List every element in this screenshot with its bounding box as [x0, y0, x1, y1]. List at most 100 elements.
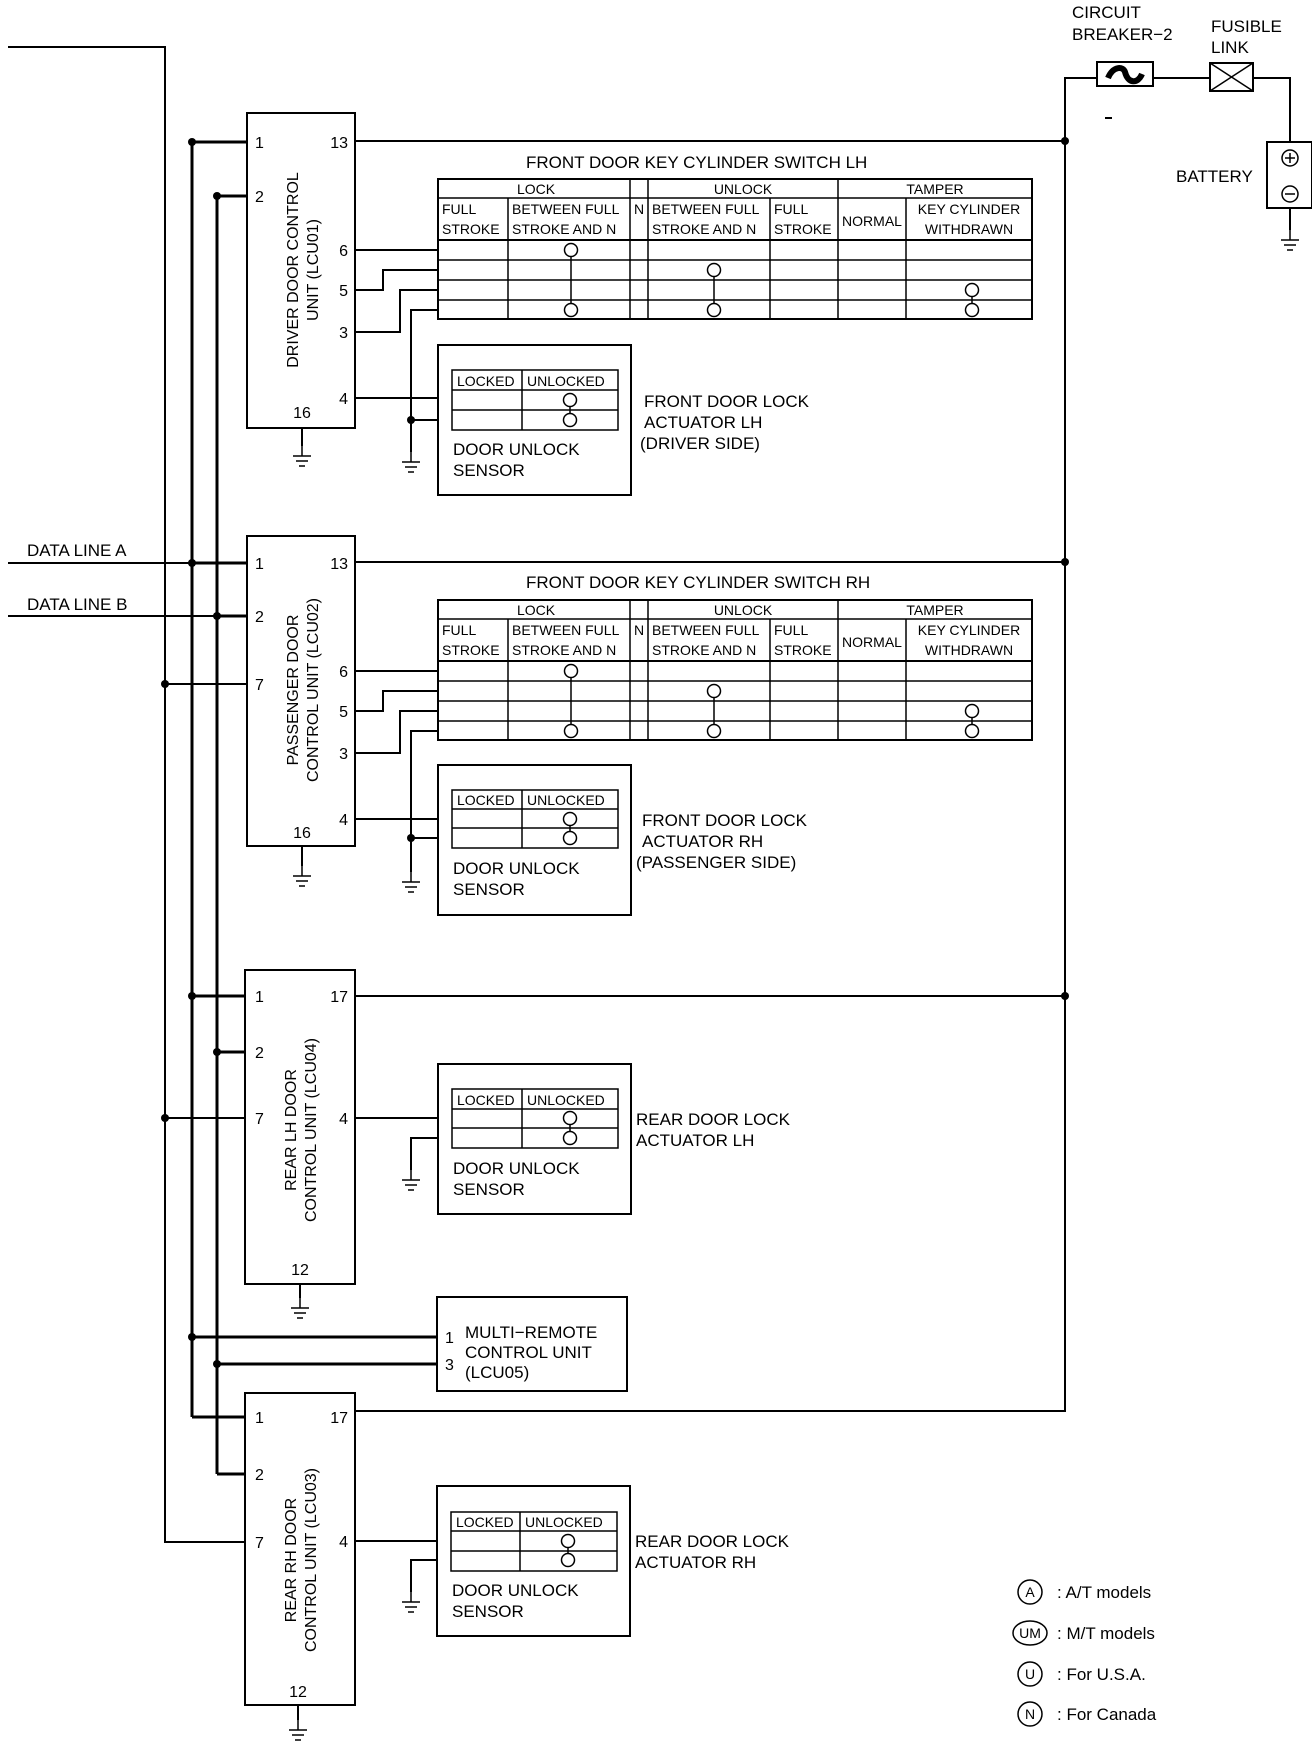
- lcu02-pin-7: 7: [255, 677, 264, 694]
- lh-group-unlock: UNLOCK: [714, 181, 773, 197]
- lh-col1-l2: STROKE: [442, 221, 500, 237]
- legend: A : A/T models UM : M/T models U : For U…: [1012, 1579, 1157, 1727]
- rear-lh-actuator-box: LOCKED UNLOCKED DOOR UNLOCK SENSOR: [437, 1063, 632, 1215]
- lcu02-pin-13: 13: [330, 556, 348, 573]
- lh-col4-l1: BETWEEN FULL: [652, 201, 760, 217]
- rh-group-tamper: TAMPER: [906, 602, 963, 618]
- circuit-breaker-label-1: CIRCUIT: [1072, 3, 1141, 22]
- lcu01-pin-4: 4: [339, 391, 348, 408]
- lh-act-locked: LOCKED: [457, 373, 515, 389]
- lcu02-pin-5: 5: [339, 704, 348, 721]
- rh-col1-l1: FULL: [442, 622, 476, 638]
- front-lh-actuator-box: LOCKED UNLOCKED DOOR UNLOCK SENSOR: [437, 344, 632, 496]
- lh-connections: [563, 242, 980, 318]
- rear-rh-actuator-box: LOCKED UNLOCKED DOOR UNLOCK SENSOR: [436, 1485, 631, 1637]
- rear-lh-act-2: ACTUATOR LH: [636, 1131, 754, 1150]
- lcu04-pin-1: 1: [255, 989, 264, 1006]
- front-rh-act-1: FRONT DOOR LOCK: [642, 811, 808, 830]
- lh-col2-l1: BETWEEN FULL: [512, 201, 620, 217]
- rear-lh-act-1: REAR DOOR LOCK: [636, 1110, 791, 1129]
- lh-group-lock: LOCK: [517, 181, 556, 197]
- legend-symbol-u: U: [1025, 1666, 1035, 1682]
- lcu01-pin-3: 3: [339, 325, 348, 342]
- rh-col5-l2: STROKE: [774, 642, 832, 658]
- fusible-link-label-2: LINK: [1211, 38, 1249, 57]
- lcu04-name-1: REAR LH DOOR: [283, 1069, 300, 1191]
- legend-text-n: : For Canada: [1057, 1705, 1157, 1724]
- lcu03-name-1: REAR RH DOOR: [283, 1498, 300, 1622]
- multi-remote-name-2: CONTROL UNIT: [465, 1343, 592, 1362]
- lh-col4-l2: STROKE AND N: [652, 221, 756, 237]
- circuit-breaker: CIRCUIT BREAKER−2: [1072, 3, 1173, 119]
- rear-rh-door-control-unit: REAR RH DOOR CONTROL UNIT (LCU03) 1 2 7 …: [244, 1392, 356, 1706]
- lh-col3: N: [634, 201, 644, 217]
- rh-col5-l1: FULL: [774, 622, 808, 638]
- lcu04-pin-4: 4: [339, 1111, 348, 1128]
- rh-col2-l2: STROKE AND N: [512, 642, 616, 658]
- lcu01-name-2: UNIT (LCU01): [305, 219, 322, 321]
- lh-sensor-2: SENSOR: [453, 461, 525, 480]
- lh-col7-l1: KEY CYLINDER: [918, 201, 1020, 217]
- lcu03-pin-2: 2: [255, 1467, 264, 1484]
- fusible-link: FUSIBLE LINK: [1209, 17, 1282, 92]
- rh-col7-l1: KEY CYLINDER: [918, 622, 1020, 638]
- lh-col2-l2: STROKE AND N: [512, 221, 616, 237]
- lh-col6: NORMAL: [842, 213, 902, 229]
- rh-col6: NORMAL: [842, 634, 902, 650]
- wires: [8, 46, 1291, 1720]
- lcu01-pin-1: 1: [255, 135, 264, 152]
- legend-symbol-a: A: [1025, 1584, 1035, 1600]
- lh-col7-l2: WITHDRAWN: [925, 221, 1013, 237]
- lcu02-pin-16: 16: [293, 825, 311, 842]
- rh-group-unlock: UNLOCK: [714, 602, 773, 618]
- rh-col3: N: [634, 622, 644, 638]
- lh-col1-l1: FULL: [442, 201, 476, 217]
- rh-group-lock: LOCK: [517, 602, 556, 618]
- lcu03-pin-4: 4: [339, 1534, 348, 1551]
- rear-rh-act-2: ACTUATOR RH: [635, 1553, 756, 1572]
- passenger-door-control-unit: PASSENGER DOOR CONTROL UNIT (LCU02) 1 2 …: [246, 535, 356, 847]
- rear-lh-door-control-unit: REAR LH DOOR CONTROL UNIT (LCU04) 1 2 7 …: [244, 969, 356, 1285]
- lcu04-pin-7: 7: [255, 1111, 264, 1128]
- rh-col4-l2: STROKE AND N: [652, 642, 756, 658]
- lcu02-pin-1: 1: [255, 556, 264, 573]
- front-lh-act-3: (DRIVER SIDE): [640, 434, 760, 453]
- rh-col1-l2: STROKE: [442, 642, 500, 658]
- key-switch-lh-title: FRONT DOOR KEY CYLINDER SWITCH LH: [526, 153, 867, 172]
- key-cylinder-switch-rh: FRONT DOOR KEY CYLINDER SWITCH RH LOCK U…: [437, 573, 1033, 741]
- lh-act-unlocked: UNLOCKED: [527, 373, 605, 389]
- front-rh-act-3: (PASSENGER SIDE): [636, 853, 796, 872]
- rl-sensor-1: DOOR UNLOCK: [453, 1159, 580, 1178]
- lcu01-pin-2: 2: [255, 189, 264, 206]
- rl-sensor-2: SENSOR: [453, 1180, 525, 1199]
- battery: BATTERY: [1176, 141, 1312, 209]
- rl-act-unlocked: UNLOCKED: [527, 1092, 605, 1108]
- lcu04-pin-17: 17: [330, 989, 348, 1006]
- driver-door-control-unit: DRIVER DOOR CONTROL UNIT (LCU01) 1 2 13 …: [246, 112, 356, 429]
- lcu03-pin-12: 12: [289, 1684, 307, 1701]
- lh-col5-l1: FULL: [774, 201, 808, 217]
- battery-label: BATTERY: [1176, 167, 1253, 186]
- rear-rh-act-1: REAR DOOR LOCK: [635, 1532, 790, 1551]
- lcu03-pin-7: 7: [255, 1535, 264, 1552]
- legend-symbol-n: N: [1025, 1706, 1035, 1722]
- lcu02-name-2: CONTROL UNIT (LCU02): [305, 598, 322, 782]
- lcu03-name-2: CONTROL UNIT (LCU03): [303, 1468, 320, 1652]
- front-rh-act-2: ACTUATOR RH: [642, 832, 763, 851]
- lcu01-name-1: DRIVER DOOR CONTROL: [285, 172, 302, 368]
- lh-group-tamper: TAMPER: [906, 181, 963, 197]
- key-switch-rh-title: FRONT DOOR KEY CYLINDER SWITCH RH: [526, 573, 870, 592]
- front-lh-act-1: FRONT DOOR LOCK: [644, 392, 810, 411]
- multi-remote-pin-3: 3: [445, 1357, 454, 1374]
- rr-sensor-1: DOOR UNLOCK: [452, 1581, 579, 1600]
- legend-text-a: : A/T models: [1057, 1583, 1151, 1602]
- rh-connections: [563, 663, 980, 739]
- rh-col7-l2: WITHDRAWN: [925, 642, 1013, 658]
- rr-act-unlocked: UNLOCKED: [525, 1514, 603, 1530]
- rh-act-unlocked: UNLOCKED: [527, 792, 605, 808]
- front-lh-act-2: ACTUATOR LH: [644, 413, 762, 432]
- lcu03-pin-17: 17: [330, 1410, 348, 1427]
- lcu01-pin-16: 16: [293, 405, 311, 422]
- lcu04-name-2: CONTROL UNIT (LCU04): [303, 1038, 320, 1222]
